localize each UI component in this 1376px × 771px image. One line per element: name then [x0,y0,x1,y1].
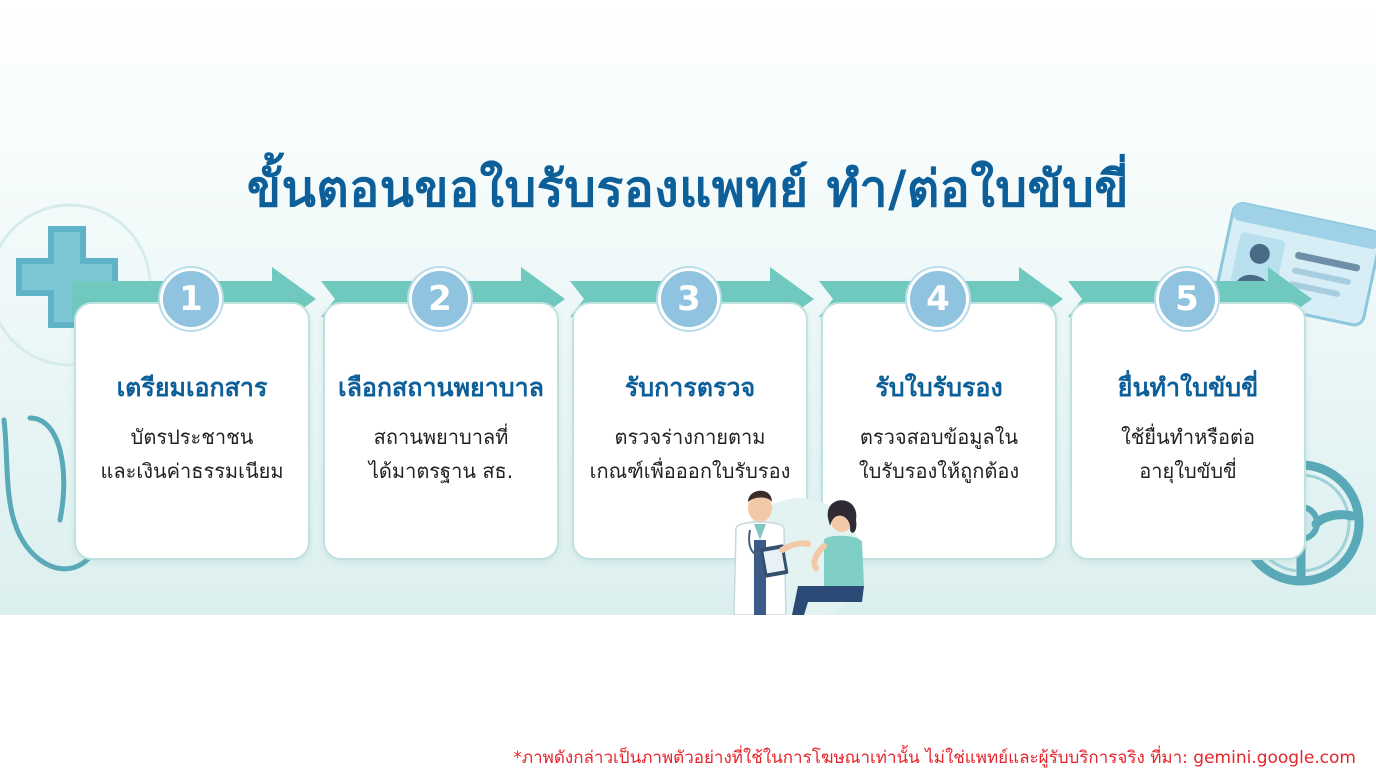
step-card-4: รับใบรับรอง ตรวจสอบข้อมูลใน ใบรับรองให้ถ… [821,302,1057,560]
step-number-badge: 1 [160,268,222,330]
step-description: บัตรประชาชน และเงินค่าธรรมเนียม [80,420,304,488]
medical-cross-icon [16,226,118,328]
page-title: ขั้นตอนขอใบรับรองแพทย์ ทำ/ต่อใบขับขี่ [246,160,1130,218]
step-description-line: และเงินค่าธรรมเนียม [100,459,284,483]
step-heading: รับใบรับรอง [875,373,1003,402]
step-description-line: บัตรประชาชน [130,425,254,449]
step-heading: รับการตรวจ [624,373,756,402]
step-description-line: สถานพยาบาลที่ [373,425,509,449]
step-description-line: เกณฑ์เพื่อออกใบรับรอง [589,459,791,483]
step-number-badge: 4 [907,268,969,330]
step-card-1: เตรียมเอกสาร บัตรประชาชน และเงินค่าธรรมเ… [74,302,310,560]
step-heading: เลือกสถานพยาบาล [338,373,544,402]
step-description-line: ใบรับรองให้ถูกต้อง [858,459,1020,483]
step-description-line: ใช้ยื่นทำหรือต่อ [1120,425,1256,449]
step-card-2: เลือกสถานพยาบาล สถานพยาบาลที่ ได้มาตรฐาน… [323,302,559,560]
step-card-5: ยื่นทำใบขับขี่ ใช้ยื่นทำหรือต่อ อายุใบขั… [1070,302,1306,560]
step-number-badge: 2 [409,268,471,330]
step-description: ตรวจสอบข้อมูลใน ใบรับรองให้ถูกต้อง [827,420,1051,488]
step-number-badge: 5 [1156,268,1218,330]
step-description-line: ตรวจสอบข้อมูลใน [859,425,1019,449]
disclaimer-footnote: *ภาพดังกล่าวเป็นภาพตัวอย่างที่ใช้ในการโฆ… [513,748,1356,768]
step-description-line: อายุใบขับขี่ [1139,459,1237,483]
step-description: สถานพยาบาลที่ ได้มาตรฐาน สธ. [329,420,553,488]
step-heading: ยื่นทำใบขับขี่ [1117,373,1259,402]
step-description: ตรวจร่างกายตาม เกณฑ์เพื่อออกใบรับรอง [578,420,802,488]
step-description-line: ตรวจร่างกายตาม [614,425,766,449]
infographic-banner: ขั้นตอนขอใบรับรองแพทย์ ทำ/ต่อใบขับขี่ เต… [0,0,1376,615]
step-description-line: ได้มาตรฐาน สธ. [368,459,514,483]
doctor-patient-illustration [733,490,864,615]
step-number-badge: 3 [658,268,720,330]
step-heading: เตรียมเอกสาร [116,373,268,402]
step-description: ใช้ยื่นทำหรือต่อ อายุใบขับขี่ [1076,420,1300,488]
